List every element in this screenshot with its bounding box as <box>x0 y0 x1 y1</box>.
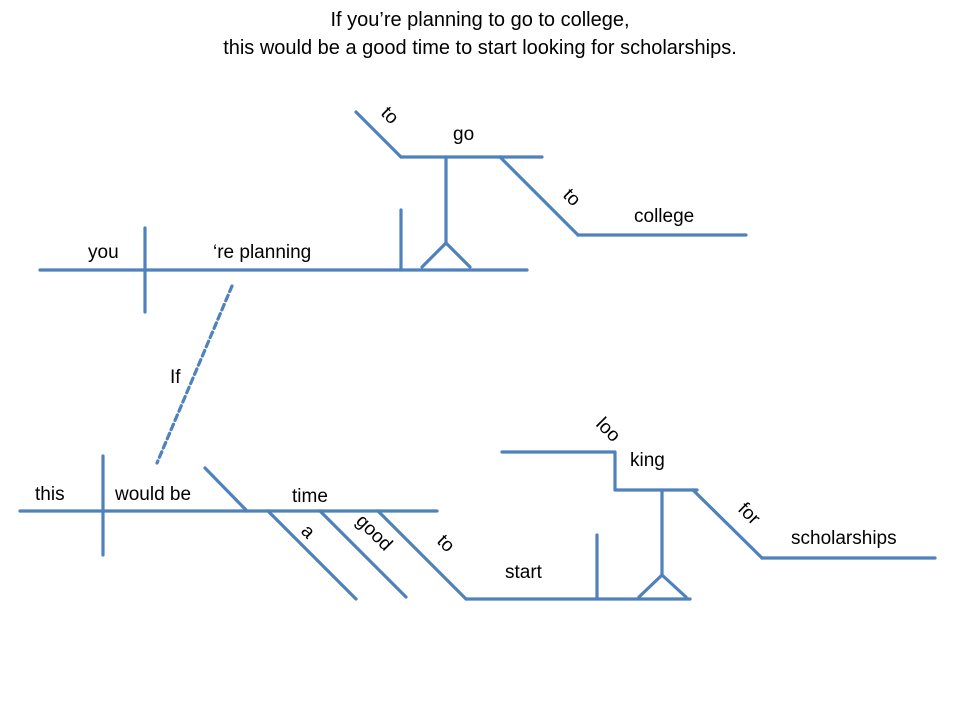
lower-pedestal-stand <box>637 573 688 599</box>
word-if: If <box>170 367 181 388</box>
good-slant <box>318 509 408 599</box>
word-loo: loo <box>591 414 624 447</box>
word-king: king <box>630 450 665 471</box>
word-go: go <box>453 124 474 145</box>
diagram-lines <box>18 110 937 601</box>
word-re-planning: ‘re planning <box>213 242 311 263</box>
a-slant <box>266 509 358 601</box>
to-college-slant <box>498 155 580 237</box>
word-college: college <box>634 206 694 227</box>
word-to-3: to <box>432 531 458 557</box>
word-to-2: to <box>558 185 584 211</box>
predicate-backslant <box>203 466 249 513</box>
for-slant <box>691 488 764 560</box>
title-line-2: this would be a good time to start looki… <box>223 37 737 59</box>
word-time: time <box>292 486 328 507</box>
word-would-be: would be <box>114 484 191 505</box>
word-for: for <box>733 499 764 530</box>
word-scholarships: scholarships <box>791 528 897 549</box>
word-this: this <box>35 484 65 505</box>
looking-step-line <box>500 450 699 492</box>
title-line-1: If you’re planning to go to college, <box>330 9 630 31</box>
word-to-1: to <box>376 103 402 129</box>
diagram-title: If you’re planning to go to college, thi… <box>0 6 960 62</box>
if-connector <box>155 284 234 465</box>
to-go-slant <box>354 110 403 159</box>
to-start-slant <box>376 509 468 601</box>
word-you: you <box>88 242 119 263</box>
word-a: a <box>296 521 319 544</box>
upper-pedestal-stand <box>420 241 472 269</box>
word-start: start <box>505 562 543 583</box>
